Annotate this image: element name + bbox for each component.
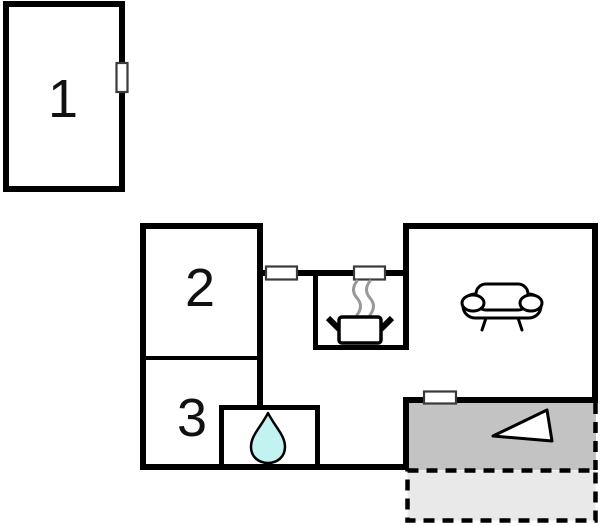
pot-handle-right [378, 315, 395, 332]
patio-area [405, 468, 598, 523]
wall-bathroom-top [219, 405, 320, 410]
pot-icon [337, 315, 383, 345]
window-marker-icon [264, 265, 299, 281]
room-2-label: 2 [185, 258, 215, 318]
wall-notch-left [257, 223, 263, 276]
stove-icon [325, 279, 395, 345]
wall-room23-right [257, 276, 263, 410]
wall-kitchen-bottom [313, 345, 409, 350]
wall-terrace-left [403, 397, 409, 470]
room-1-label: 1 [48, 69, 78, 129]
wall-entrance-front [257, 270, 409, 276]
sofa-armrest-right [518, 293, 544, 313]
steam-line-icon [352, 279, 362, 317]
steam-line-icon [365, 279, 375, 317]
sofa-armrest-left [460, 293, 486, 313]
sofa-leg-right [516, 316, 524, 332]
wall-building-left [140, 223, 146, 470]
wall-livingroom-top [403, 223, 598, 229]
wall-notch-right [403, 223, 409, 276]
window-marker-icon [115, 61, 129, 94]
wall-room2-room3-divider [143, 356, 260, 360]
window-marker-icon [422, 390, 458, 405]
pot-handle-left [325, 315, 342, 332]
wall-kitchen-left [313, 276, 318, 350]
wall-terrace-top [403, 397, 598, 403]
window-marker-icon [352, 265, 387, 281]
sofa-icon [460, 282, 544, 332]
wall-room2-top [140, 223, 263, 229]
sofa-leg-left [480, 316, 488, 332]
wall-bathroom-left [219, 405, 224, 464]
wall-livingroom-right [592, 223, 598, 403]
direction-triangle-icon [491, 408, 554, 443]
wall-building-bottom [140, 464, 409, 470]
wall-bathroom-right [315, 405, 320, 464]
water-drop-icon [249, 411, 287, 465]
room-3-label: 3 [177, 388, 207, 448]
wall-kitchen-right [403, 276, 409, 350]
room-1-outline [3, 1, 125, 192]
